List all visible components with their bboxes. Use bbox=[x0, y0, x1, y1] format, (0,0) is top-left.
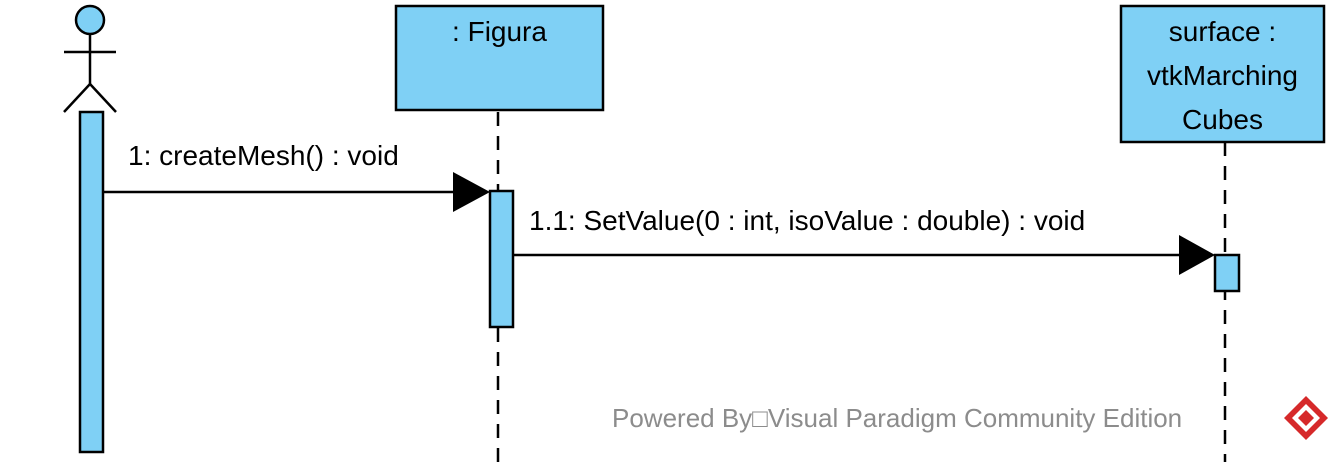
message-arrowhead-1 bbox=[453, 172, 490, 212]
message-arrowhead-2 bbox=[1179, 235, 1215, 275]
visual-paradigm-logo-icon bbox=[1284, 396, 1328, 440]
message-label-1: 1: createMesh() : void bbox=[128, 140, 399, 171]
stick-figure-actor-icon bbox=[63, 4, 117, 113]
lifeline-head-surface bbox=[1119, 4, 1326, 144]
lifeline-label-surface: surface : vtkMarching Cubes bbox=[1121, 10, 1324, 142]
lifeline-label-line: surface : bbox=[1168, 16, 1277, 47]
lifeline-label-line: Cubes bbox=[1182, 104, 1263, 135]
activation-bar-figura bbox=[488, 189, 515, 329]
lifeline-label-line: vtkMarching bbox=[1147, 60, 1298, 91]
message-label-2: 1.1: SetValue(0 : int, isoValue : double… bbox=[529, 205, 1086, 236]
lifeline-head-figura bbox=[394, 4, 605, 112]
lifeline-label-figura: : Figura bbox=[396, 10, 603, 54]
activation-bar-surface bbox=[1213, 253, 1241, 293]
watermark-text: Powered By□Visual Paradigm Community Edi… bbox=[612, 403, 1183, 433]
lifeline-label-line: : Figura bbox=[452, 16, 547, 47]
actor-activation-bar bbox=[78, 110, 105, 454]
